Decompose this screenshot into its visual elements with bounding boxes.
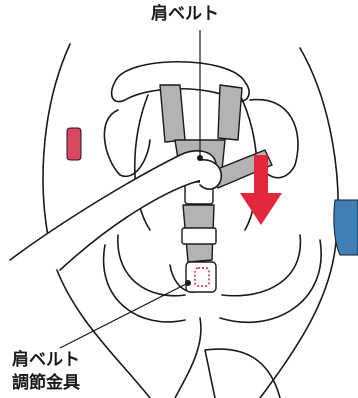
seat-shell-outline-right <box>260 48 338 398</box>
cushion-left-outline <box>104 245 185 322</box>
right-shoulder-belt <box>218 85 242 140</box>
leader-line-bottom <box>60 283 188 348</box>
left-wing-outline <box>104 110 150 176</box>
cushion-right-outline <box>220 240 321 322</box>
cushion-inner-left <box>118 235 185 296</box>
buckle <box>182 228 216 244</box>
left-shoulder-belt <box>160 85 185 142</box>
left-tab <box>67 128 81 160</box>
adjuster-label-line1: 肩ベルト <box>12 349 80 371</box>
leader-dot-top <box>197 155 203 161</box>
adjuster-plate <box>186 262 216 292</box>
right-tab <box>334 200 358 255</box>
foot-outline <box>205 350 215 398</box>
base-outline-right <box>205 349 280 398</box>
cushion-inner-right <box>222 235 300 296</box>
base-outline <box>175 318 201 398</box>
adjuster-label-line2: 調節金具 <box>12 372 80 394</box>
shoulder-belt-label: 肩ベルト <box>151 3 219 25</box>
